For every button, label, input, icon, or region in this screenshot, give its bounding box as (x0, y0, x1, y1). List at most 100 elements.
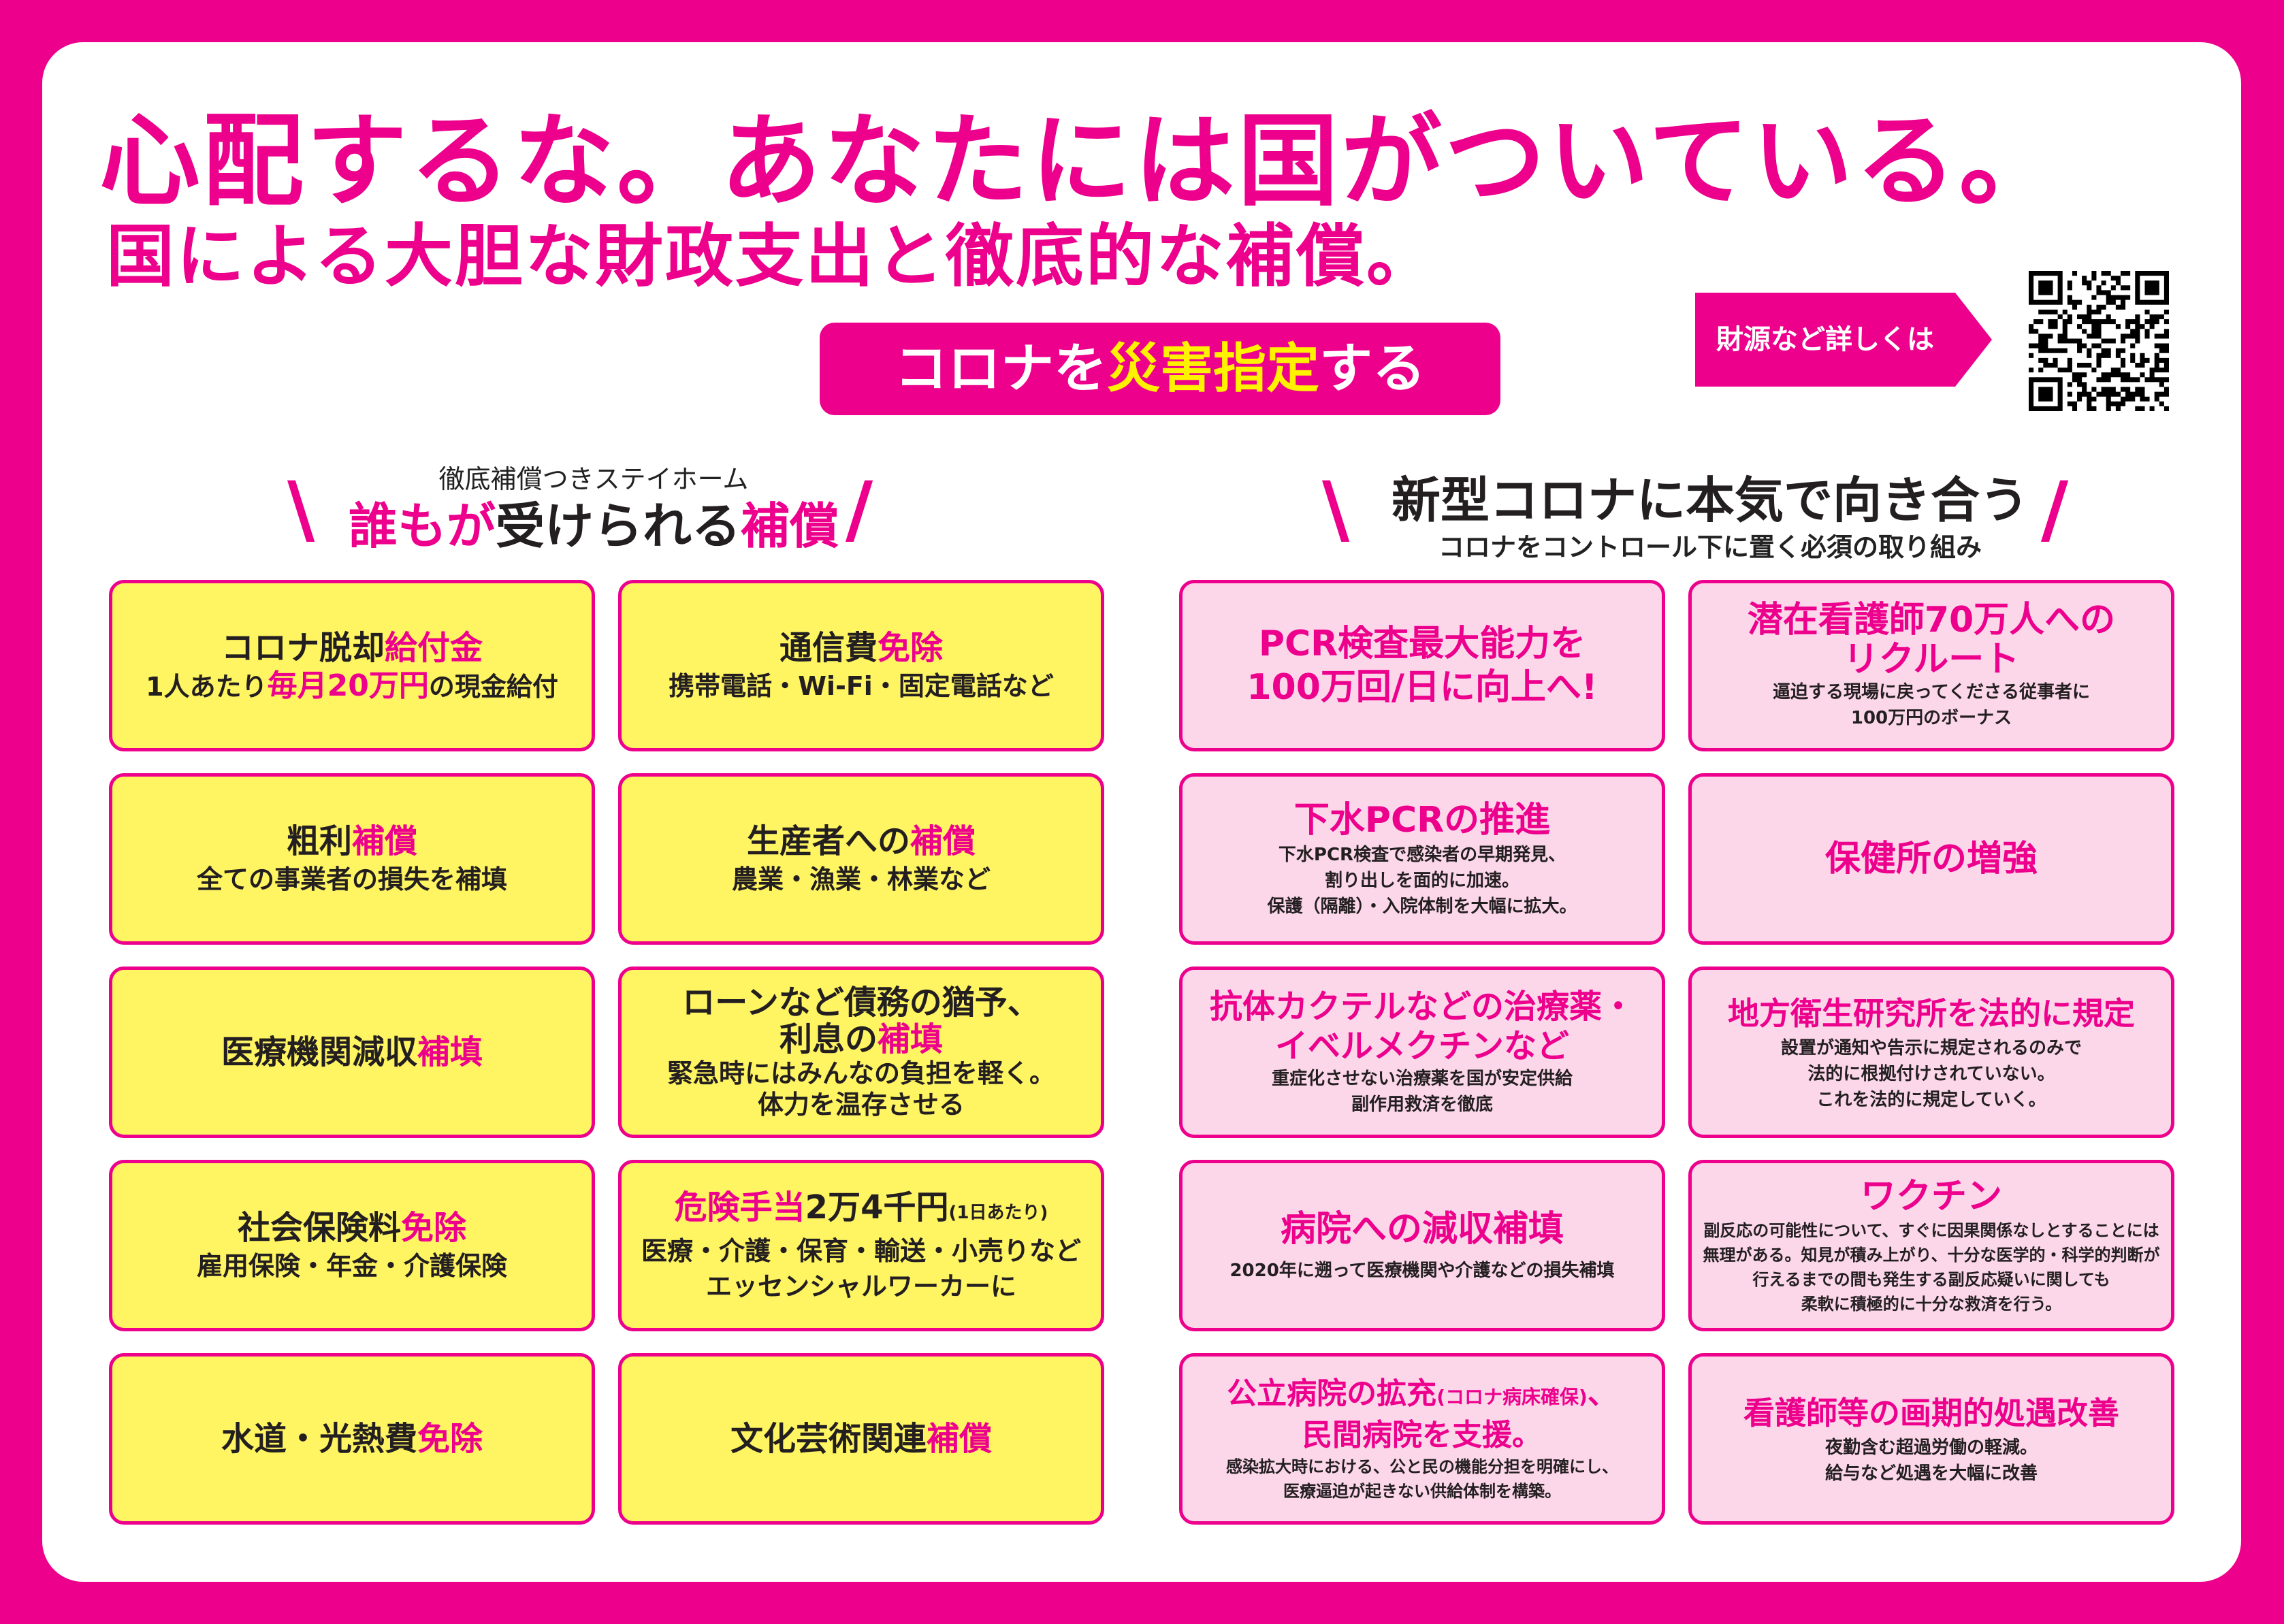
card-text: 重症化させない治療薬を国が安定供給 (1271, 1069, 1573, 1089)
card-title: 潜在看護師70万人への (1747, 600, 2116, 640)
card-title: 地方衛生研究所を法的に規定 (1728, 995, 2135, 1032)
card-text: 副反応の可能性について、すぐに因果関係なしとすることには (1703, 1221, 2159, 1240)
banner-text-highlight: 災害指定 (1106, 338, 1319, 400)
right-slash-icon: / (846, 466, 873, 553)
benefit-card: 医療機関減収補填 (109, 967, 595, 1138)
card-note: (1日あたり) (948, 1203, 1048, 1223)
card-text: 保護（隔離）・入院体制を大幅に拡大。 (1267, 896, 1577, 917)
card-title: リクルート (1843, 639, 2020, 680)
card-text: 副作用救済を徹底 (1351, 1094, 1493, 1115)
card-text: 雇用保険・年金・介護保険 (196, 1251, 507, 1281)
policy-card: 抗体カクテルなどの治療薬・ イベルメクチンなど 重症化させない治療薬を国が安定供… (1179, 967, 1665, 1138)
card-title: 病院への減収補填 (1280, 1209, 1564, 1250)
card-text-highlight: 毎月20万円 (267, 668, 429, 703)
benefit-card: コロナ脱却給付金 1人あたり毎月20万円の現金給付 (109, 580, 595, 751)
headline: 心配するな。あなたには国がついている。 (99, 103, 2063, 220)
benefit-card: 危険手当2万4千円(1日あたり) 医療・介護・保育・輸送・小売りなど エッセンシ… (618, 1160, 1104, 1331)
card-title: 利息の (779, 1020, 878, 1058)
card-title-highlight: 補償 (352, 822, 418, 860)
card-title: 2万4千円 (805, 1188, 949, 1227)
card-text: これを法的に規定していく。 (1816, 1090, 2046, 1110)
card-text: 医療逼迫が起きない供給体制を構築。 (1283, 1481, 1561, 1501)
card-title-highlight: 免除 (401, 1209, 467, 1247)
card-text: 感染拡大時における、公と民の機能分担を明確にし、 (1226, 1457, 1618, 1476)
qr-code-icon[interactable] (2029, 271, 2169, 411)
title-part-b: 受けられる (495, 498, 741, 555)
right-section-subtitle: コロナをコントロール下に置く必須の取り組み (1438, 532, 1982, 562)
card-text: 給与など処遇を大幅に改善 (1824, 1463, 2038, 1484)
left-section-title: 誰もが受けられる補償 (342, 496, 846, 557)
benefit-card: 文化芸術関連補償 (618, 1353, 1104, 1525)
card-title-highlight: 補償 (910, 822, 976, 860)
card-title: コロナ脱却 (221, 628, 385, 667)
card-title: ローンなど債務の猶予、 (682, 984, 1040, 1022)
card-title-highlight: 免除 (878, 629, 944, 667)
benefit-card: 通信費免除 携帯電話・Wi-Fi・固定電話など (618, 580, 1104, 751)
right-slash-icon: / (2041, 466, 2069, 553)
policy-card: 看護師等の画期的処遇改善 夜勤含む超過労働の軽減。 給与など処遇を大幅に改善 (1688, 1353, 2174, 1525)
policy-card: 地方衛生研究所を法的に規定 設置が通知や告示に規定されるのみで 法的に根拠付けさ… (1688, 967, 2174, 1138)
card-title: 生産者への (746, 822, 910, 860)
card-text: 緊急時にはみんなの負担を軽く。 (666, 1058, 1055, 1088)
card-text: 農業・漁業・林業など (731, 864, 991, 894)
card-text: の現金給付 (428, 671, 558, 702)
card-text: 2020年に遡って医療機関や介護などの損失補填 (1229, 1261, 1615, 1281)
card-text: 夜勤含む超過労働の軽減。 (1824, 1438, 2038, 1458)
card-title: 通信費 (779, 629, 878, 667)
card-title: 文化芸術関連 (730, 1420, 927, 1458)
card-text: 柔軟に積極的に十分な救済を行う。 (1801, 1295, 2062, 1314)
card-title: 看護師等の画期的処遇改善 (1743, 1395, 2119, 1431)
policy-card: 病院への減収補填 2020年に遡って医療機関や介護などの損失補填 (1179, 1160, 1665, 1331)
banner-text-c: する (1319, 338, 1426, 400)
left-section-header: 徹底補償つきステイホーム 誰もが受けられる補償 (342, 463, 846, 557)
policy-card: 公立病院の拡充(コロナ病床確保)、 民間病院を支援。 感染拡大時における、公と民… (1179, 1353, 1665, 1525)
card-text: 逼迫する現場に戻ってくださる従事者に (1773, 682, 2090, 702)
right-section-header: 新型コロナに本気で向き合う コロナをコントロール下に置く必須の取り組み (1377, 470, 2044, 564)
title-part-a: 誰もが (348, 498, 496, 555)
card-note: (コロナ病床確保) (1436, 1385, 1588, 1408)
banner-text-a: コロナを (894, 338, 1107, 400)
card-title: 、 (1587, 1376, 1618, 1411)
card-title: イベルメクチンなど (1274, 1027, 1569, 1065)
card-text: 全ての事業者の損失を補填 (196, 864, 507, 894)
card-title: 抗体カクテルなどの治療薬・ (1209, 988, 1635, 1026)
disaster-designation-banner: コロナを災害指定する (820, 323, 1500, 415)
card-text: 設置が通知や告示に規定されるのみで (1780, 1038, 2082, 1058)
subheadline: 国による大胆な財政支出と徹底的な補償。 (106, 216, 1436, 296)
benefit-card: 社会保険料免除 雇用保険・年金・介護保険 (109, 1160, 595, 1331)
policy-card: ワクチン 副反応の可能性について、すぐに因果関係なしとすることには 無理がある。… (1688, 1160, 2174, 1331)
right-section-title: 新型コロナに本気で向き合う (1391, 472, 2029, 529)
card-text: 下水PCR検査で感染者の早期発見、 (1278, 845, 1566, 865)
card-text: 割り出しを面的に加速。 (1324, 871, 1519, 891)
policy-card: 下水PCRの推進 下水PCR検査で感染者の早期発見、 割り出しを面的に加速。 保… (1179, 773, 1665, 945)
card-text: 100万円のボーナス (1850, 708, 2012, 728)
card-title: PCR検査最大能力を (1258, 623, 1586, 664)
card-text: 医療・介護・保育・輸送・小売りなど (641, 1236, 1081, 1266)
benefit-card: 生産者への補償 農業・漁業・林業など (618, 773, 1104, 945)
arrow-shape-icon (1695, 293, 1992, 387)
details-button-label: 財源など詳しくは (1716, 324, 1934, 355)
flyer-panel: 心配するな。あなたには国がついている。 国による大胆な財政支出と徹底的な補償。 … (42, 42, 2241, 1582)
card-title: 公立病院の拡充 (1227, 1376, 1437, 1411)
left-slash-icon: \ (287, 466, 315, 553)
card-title: 社会保険料 (237, 1209, 401, 1247)
details-arrow-button[interactable]: 財源など詳しくは (1695, 293, 1992, 387)
card-text: 無理がある。知見が積み上がり、十分な医学的・科学的判断が (1703, 1246, 2160, 1265)
card-title-highlight: 補償 (927, 1420, 993, 1458)
benefit-card: 粗利補償 全ての事業者の損失を補填 (109, 773, 595, 945)
card-title-highlight: 危険手当 (674, 1188, 805, 1227)
left-slash-icon: \ (1322, 466, 1350, 553)
card-title-highlight: 免除 (417, 1420, 483, 1458)
card-title: 下水PCRの推進 (1293, 800, 1551, 841)
card-title: 水道・光熱費 (221, 1420, 417, 1458)
card-title: 民間病院を支援。 (1302, 1417, 1542, 1452)
card-title-highlight: 給付金 (385, 628, 483, 667)
card-text: 体力を温存させる (757, 1090, 965, 1120)
benefit-card: 水道・光熱費免除 (109, 1353, 595, 1525)
card-title: 保健所の増強 (1824, 839, 2038, 879)
card-title-highlight: 補填 (878, 1020, 944, 1058)
title-part-c: 補償 (741, 498, 839, 555)
card-title: 医療機関減収 (221, 1033, 417, 1071)
card-title: 100万回/日に向上へ! (1246, 667, 1598, 708)
card-title: 粗利 (286, 822, 352, 860)
